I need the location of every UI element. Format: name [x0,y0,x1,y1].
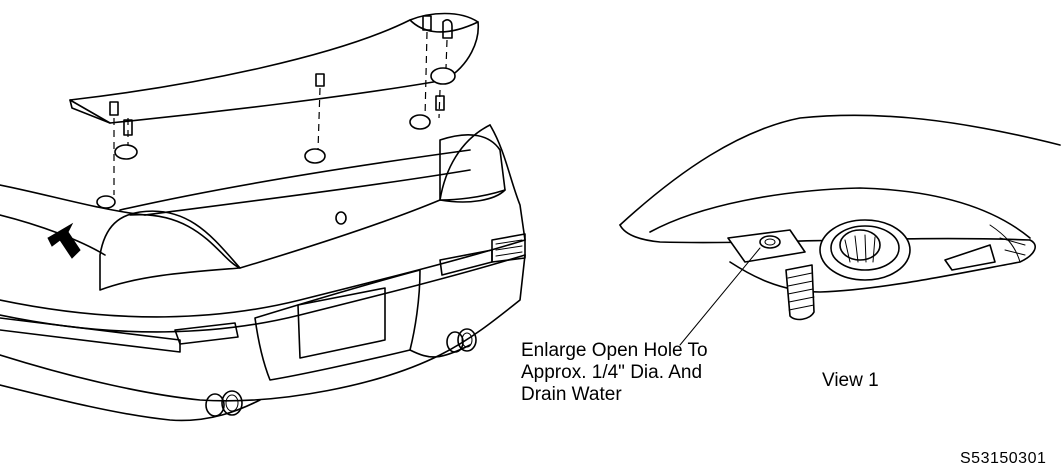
view-1-detail [619,114,1061,346]
fastener-alignment [96,31,456,209]
callout-line-2: Approx. 1/4" Dia. And [521,362,703,383]
callout-line-3: Drain Water [521,384,622,405]
rear-spoiler [69,12,480,124]
callout-line-1: Enlarge Open Hole To [521,340,708,361]
view-label: View 1 [822,370,879,391]
vehicle-rear [0,124,526,422]
front-direction-arrow [47,222,81,259]
figure-code: S53150301 [960,450,1047,467]
drain-hole-callout: Enlarge Open Hole To Approx. 1/4" Dia. A… [521,340,781,406]
